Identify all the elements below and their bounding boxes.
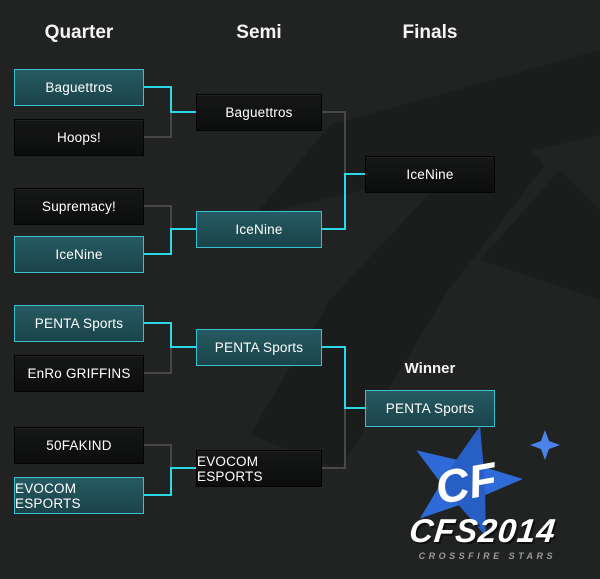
semi-team-evocom-esports: EVOCOM ESPORTS [196, 450, 322, 487]
connector-winner-baguettros [144, 86, 172, 88]
finals-header: Finals [402, 22, 458, 43]
connector-loser-hoops [144, 136, 171, 138]
quarter-team-50fakind: 50FAKIND [14, 427, 144, 464]
connector-winner-evocom-v [170, 468, 172, 496]
winner-team-penta-sports: PENTA Sports [365, 390, 495, 427]
connector-winner-semi-icenine [322, 228, 344, 230]
connector-winner-icenine [144, 253, 172, 255]
connector-winner-evocom [144, 494, 172, 496]
connector-loser-semi-baguettros-v [344, 111, 346, 175]
connector-winner-semi-penta-v [344, 346, 346, 409]
connector-loser-50fakind [144, 444, 171, 446]
connector-winner-penta-in [170, 346, 196, 348]
finals-team-icenine: IceNine [365, 156, 495, 193]
connector-winner-semi-icenine-v [344, 173, 346, 230]
star-shade [441, 426, 486, 537]
connector-loser-semi-baguettros [322, 111, 344, 113]
connector-loser-supremacy-v [170, 205, 172, 229]
connector-winner-baguettros-v [170, 86, 172, 113]
connector-loser-enro-v [170, 348, 172, 374]
cfs-logo: CF [360, 420, 580, 574]
connector-loser-semi-evocom-v [344, 409, 346, 469]
connector-loser-supremacy [144, 205, 171, 207]
connector-loser-50fakind-v [170, 444, 172, 468]
connector-winner-semi-penta [322, 346, 344, 348]
connector-winner-evocom-in [170, 467, 196, 469]
crossfire-stars-subtitle: CROSSFIRE STARS [418, 551, 556, 561]
connector-winner-semi-penta-in [344, 407, 365, 409]
connector-winner-icenine-in [170, 228, 196, 230]
connector-winner-penta-v [170, 322, 172, 348]
quarter-team-enro-griffins: EnRo GRIFFINS [14, 355, 144, 392]
winner-label: Winner [404, 360, 456, 377]
quarter-team-supremacy: Supremacy! [14, 188, 144, 225]
connector-loser-hoops-v [170, 113, 172, 138]
connector-winner-baguettros-in [170, 111, 196, 113]
semi-team-penta-sports: PENTA Sports [196, 329, 322, 366]
cfs2014-title: CFS2014 [407, 512, 558, 549]
connector-winner-semi-icenine-in [344, 173, 365, 175]
quarter-team-baguettros: Baguettros [14, 69, 144, 106]
connector-winner-penta [144, 322, 172, 324]
cfs-star-emblem: CF [416, 426, 560, 537]
connector-loser-enro [144, 372, 171, 374]
quarter-header: Quarter [44, 22, 114, 43]
cf-emblem-letters: CF [431, 452, 502, 514]
quarter-team-hoops: Hoops! [14, 119, 144, 156]
sparkle-icon [530, 430, 560, 460]
connector-loser-semi-evocom [322, 467, 344, 469]
semi-header: Semi [236, 22, 282, 43]
quarter-team-penta-sports: PENTA Sports [14, 305, 144, 342]
semi-team-baguettros: Baguettros [196, 94, 322, 131]
quarter-team-icenine: IceNine [14, 236, 144, 273]
quarter-team-evocom-esports: EVOCOM ESPORTS [14, 477, 144, 514]
semi-team-icenine: IceNine [196, 211, 322, 248]
connector-winner-icenine-v [170, 229, 172, 255]
